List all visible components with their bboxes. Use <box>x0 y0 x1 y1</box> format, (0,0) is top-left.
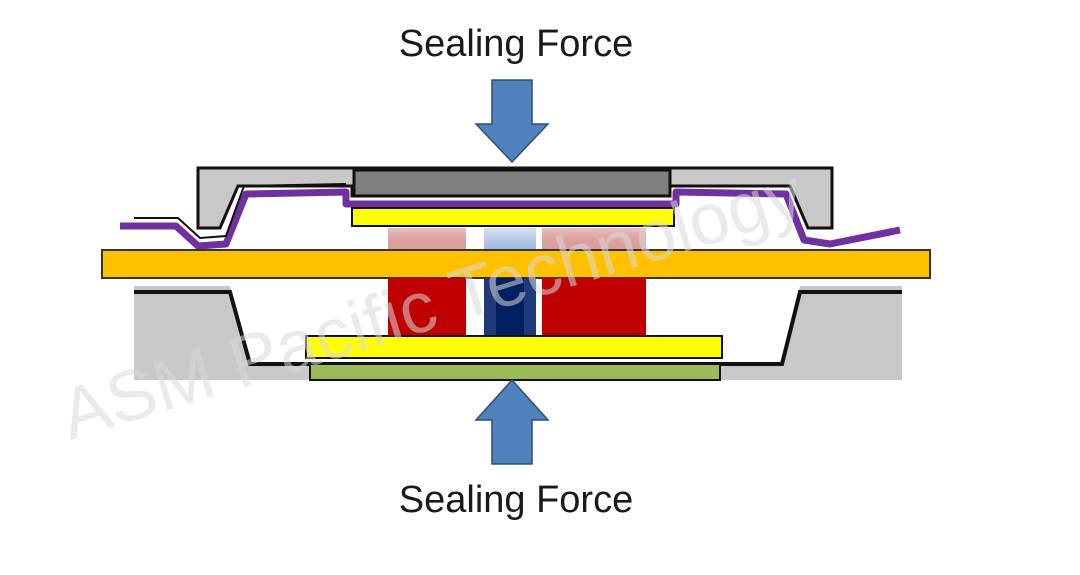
bottom-force-arrow <box>474 378 550 465</box>
die-center-upper <box>484 228 536 250</box>
bottom-sealing-force-label: Sealing Force <box>399 479 633 521</box>
die-left-upper <box>388 228 466 250</box>
lower-pad <box>305 335 723 359</box>
top-plate <box>352 168 672 198</box>
die-center-core <box>496 278 524 336</box>
die-right-upper <box>542 228 646 250</box>
die-left <box>388 278 466 336</box>
substrate <box>309 363 721 381</box>
top-sealing-force-label: Sealing Force <box>399 23 633 65</box>
die-right <box>542 278 646 336</box>
lead-wire-shadow <box>134 183 347 240</box>
lower-mold <box>134 286 902 380</box>
lead-wire <box>120 188 901 250</box>
upper-pad <box>351 207 675 227</box>
top-force-arrow <box>474 79 550 164</box>
